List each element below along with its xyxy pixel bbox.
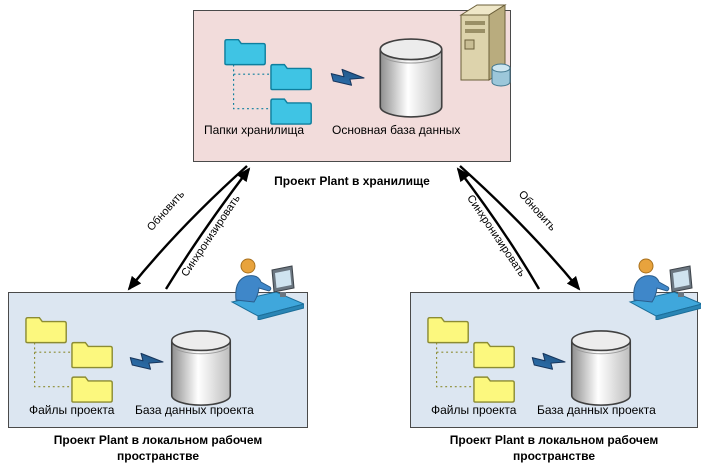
project-database-label: База данных проекта [537,403,656,417]
arrow-label-sync-right: Синхронизировать [464,192,528,280]
project-database-icon [569,329,633,409]
main-database-label: Основная база данных [332,123,461,137]
project-files-folder-tree-icon [427,311,519,403]
project-database-label: База данных проекта [135,403,254,417]
local-workspace-left-caption: Проект Plant в локальном рабочем простра… [53,433,263,463]
arrow-label-update-left: Обновить [144,188,188,234]
storage-folders-label: Папки хранилища [204,123,305,137]
user-workstation-icon [230,256,304,320]
main-database-icon [378,37,444,121]
sync-lightning-icon [129,347,165,375]
arrow-label-update-right: Обновить [515,188,559,234]
local-workspace-right-box: Файлы проекта База данных проекта [410,292,698,428]
project-files-folder-tree-icon [25,311,117,403]
sync-lightning-icon [330,63,366,91]
storage-folder-tree-icon [224,33,316,125]
repository-caption: Проект Plant в хранилище [274,174,430,188]
user-workstation-icon [628,256,701,320]
project-files-label: Файлы проекта [431,403,517,417]
project-database-icon [169,329,233,409]
project-files-label: Файлы проекта [29,403,115,417]
repository-box: Папки хранилища Основная база данных [193,10,511,162]
local-workspace-right-caption: Проект Plant в локальном рабочем простра… [449,433,659,463]
server-icon [452,2,514,90]
sync-lightning-icon [531,347,567,375]
